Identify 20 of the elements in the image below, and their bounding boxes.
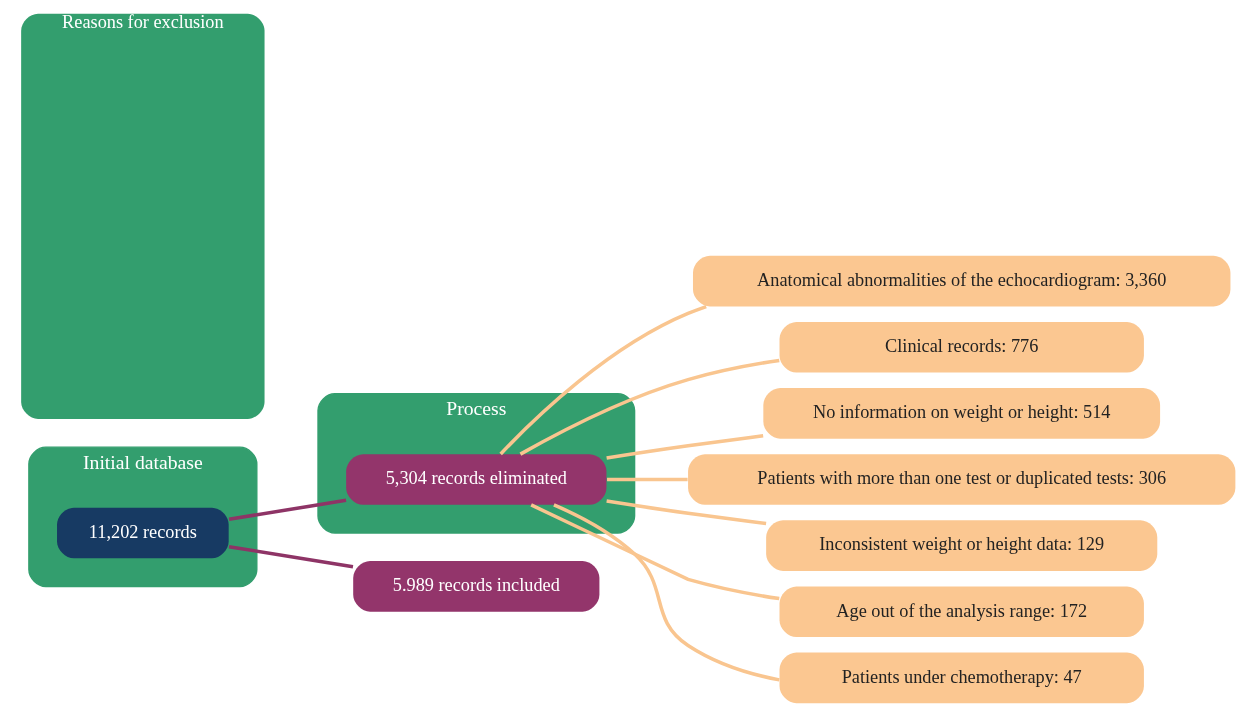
connector [606,434,764,460]
node-box: 5,304 records eliminated [346,454,607,505]
node-box: Patients under chemotherapy: 47 [779,652,1144,704]
connector [499,304,707,456]
connector [228,498,347,521]
connector [519,358,780,456]
connector [606,499,767,526]
connector [228,544,354,569]
node-box: Age out of the analysis range: 172 [779,586,1144,638]
node-box: Clinical records: 776 [779,321,1144,373]
node-box: No information on weight or height: 514 [763,388,1161,439]
connector [553,503,780,682]
node-box: 11,202 records [57,507,229,559]
node-box: Patients with more than one test or duplicated tests: 306 [688,454,1236,505]
connector [607,477,688,482]
node-box: Reasons for exclusion [21,13,265,419]
node-box: Inconsistent weight or height data: 129 [766,520,1158,571]
node-box: 5.989 records included [353,561,600,612]
connector [530,503,780,601]
node-box: Anatomical abnormalities of the echocardiogram: 3,360 [693,255,1231,307]
